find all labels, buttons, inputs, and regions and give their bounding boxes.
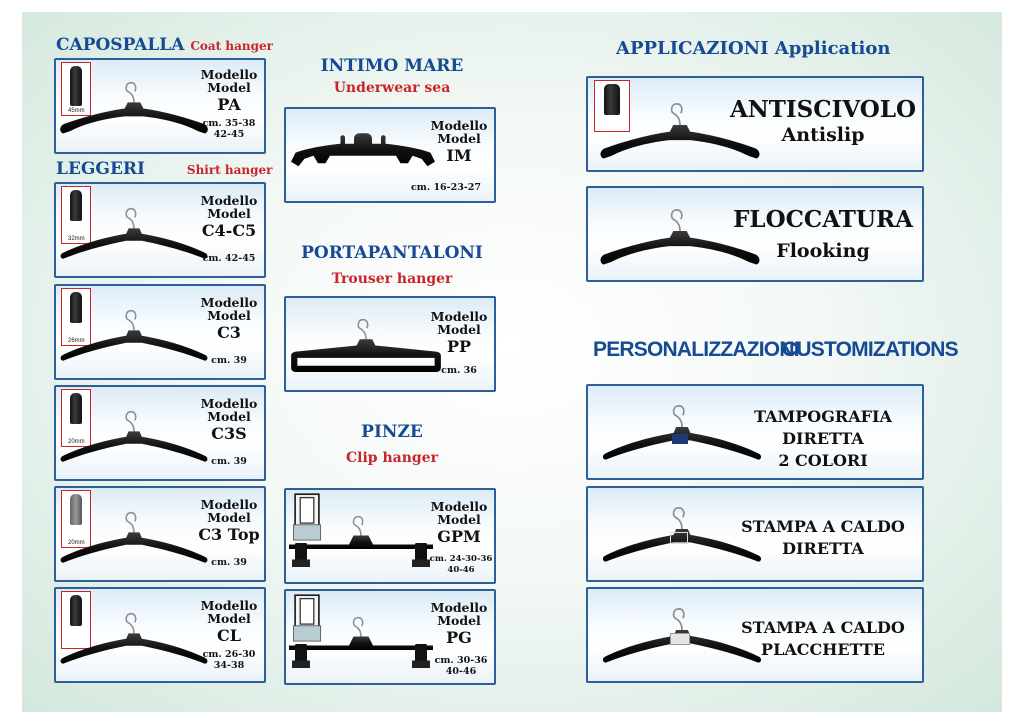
application-subtitle-antiscivolo: Antislip: [781, 124, 865, 146]
coat-hanger-icon: [288, 131, 438, 185]
application-title-floccatura: FLOCCATURA: [733, 206, 913, 233]
application-card-floccatura[interactable]: FLOCCATURA Flooking: [586, 186, 924, 282]
coat-hanger-icon: [56, 66, 212, 148]
section-subtitle-capospalla: Coat hanger: [190, 39, 273, 53]
customization-text-tampografia: TAMPOGRAFIA DIRETTA 2 COLORI: [754, 407, 892, 470]
model-size-im: cm. 16-23-27: [411, 182, 481, 193]
coat-hanger-icon: [286, 504, 436, 582]
section-title-applicazioni: APPLICAZIONI Application: [616, 38, 891, 59]
coat-hanger-icon: [56, 192, 212, 274]
customization-card-stampa-diretta[interactable]: STAMPA A CALDO DIRETTA: [586, 486, 924, 582]
coat-hanger-icon: [56, 395, 212, 477]
hanger-profile-inset-icon: [61, 591, 91, 649]
hanger-profile-inset-icon: [594, 80, 630, 132]
section-subtitle-intimo-mare: Underwear sea: [333, 80, 451, 96]
customization-card-tampografia[interactable]: TAMPOGRAFIA DIRETTA 2 COLORI: [586, 384, 924, 480]
print-logo-icon: [670, 633, 690, 645]
section-title-personalizzazioni: PERSONALIZZAZIONI: [593, 338, 800, 361]
section-subtitle-pinze: Clip hanger: [346, 450, 438, 466]
section-title-capospalla: CAPOSPALLA Coat hanger: [56, 35, 273, 55]
section-title-customizations: CUSTOMIZATIONS: [782, 338, 959, 361]
coat-hanger-icon: [56, 597, 212, 679]
section-title-leggeri: LEGGERI Shirt hanger: [56, 159, 273, 179]
coat-hanger-icon: [288, 306, 444, 388]
section-title-pinze: PINZE: [361, 422, 423, 442]
print-logo-icon: [670, 532, 688, 544]
section-subtitle-leggeri: Shirt hanger: [186, 163, 273, 177]
hanger-profile-inset-icon: 26mm: [61, 288, 91, 346]
application-subtitle-floccatura: Flooking: [776, 240, 870, 262]
coat-hanger-icon: [286, 605, 436, 683]
section-subtitle-portapantaloni: Trouser hanger: [331, 271, 453, 287]
customization-text-stampa-placchette: STAMPA A CALDO PLACCHETTE: [741, 618, 905, 659]
hanger-profile-inset-icon: 20mm: [61, 490, 91, 548]
coat-hanger-icon: [56, 294, 212, 376]
print-logo-icon: [672, 434, 688, 444]
section-title-portapantaloni: PORTAPANTALONI: [301, 243, 483, 263]
application-title-antiscivolo: ANTISCIVOLO: [729, 96, 917, 123]
hanger-profile-inset-icon: 32mm: [61, 186, 91, 244]
coat-hanger-icon: [56, 496, 212, 578]
hanger-profile-inset-icon: 20mm: [61, 389, 91, 447]
customization-card-stampa-placchette[interactable]: STAMPA A CALDO PLACCHETTE: [586, 587, 924, 683]
application-card-antiscivolo[interactable]: ANTISCIVOLO Antislip: [586, 76, 924, 172]
hanger-profile-inset-icon: 45mm: [61, 62, 91, 116]
customization-text-stampa-diretta: STAMPA A CALDO DIRETTA: [741, 517, 905, 558]
section-title-intimo-mare: INTIMO MARE: [320, 56, 464, 76]
